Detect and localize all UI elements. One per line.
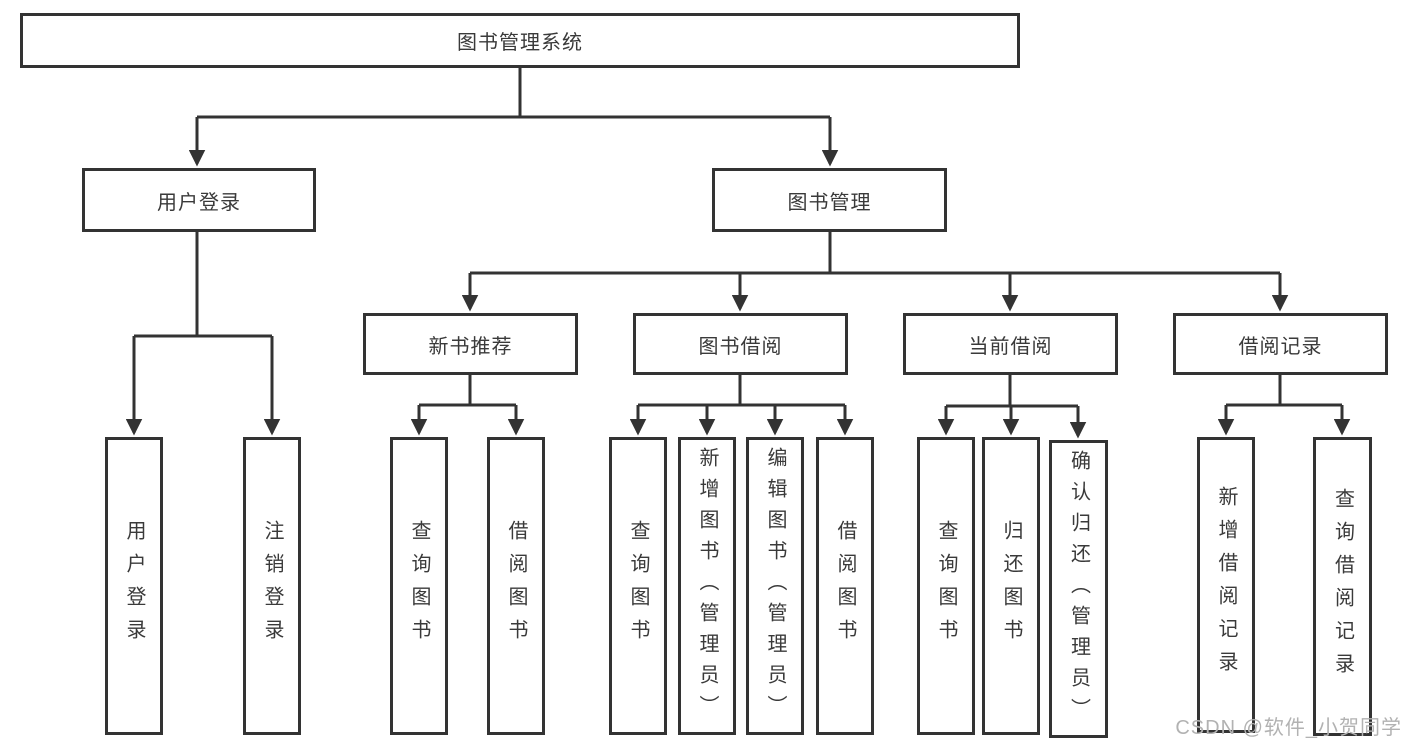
node-label: 图书借阅 <box>698 335 783 358</box>
node-borrowing-records: 借阅记录 <box>1173 313 1388 375</box>
node-book-management: 图书管理 <box>712 168 947 232</box>
node-label: 确认归还（管理员） <box>1067 449 1090 729</box>
node-current-borrowing: 当前借阅 <box>903 313 1118 375</box>
node-bb-add-books-admin: 新增图书（管理员） <box>678 437 736 735</box>
node-label: 借阅图书 <box>505 520 527 652</box>
node-label: 查询图书 <box>408 520 430 652</box>
node-leaf-logout: 注销登录 <box>243 437 301 735</box>
node-label: 查询图书 <box>935 520 957 652</box>
node-cb-confirm-return-admin: 确认归还（管理员） <box>1049 440 1108 738</box>
node-new-book-recommendation: 新书推荐 <box>363 313 578 375</box>
node-leaf-user-login: 用户登录 <box>105 437 163 735</box>
node-label: 注销登录 <box>261 520 283 652</box>
node-label: 借阅图书 <box>834 520 856 652</box>
node-rec-query-books: 查询图书 <box>390 437 448 735</box>
node-label: 查询借阅记录 <box>1331 487 1354 686</box>
node-br-query-record: 查询借阅记录 <box>1313 437 1372 736</box>
node-book-borrowing: 图书借阅 <box>633 313 848 375</box>
node-label: 新增借阅记录 <box>1215 486 1237 684</box>
node-br-add-record: 新增借阅记录 <box>1197 437 1255 733</box>
node-label: 用户登录 <box>157 191 241 214</box>
node-label: 新书推荐 <box>428 335 513 358</box>
node-bb-edit-books-admin: 编辑图书（管理员） <box>746 437 804 735</box>
node-user-login: 用户登录 <box>82 168 316 232</box>
csdn-watermark: CSDN @软件_小贺同学 <box>1175 717 1402 739</box>
node-label: 编辑图书（管理员） <box>764 446 786 726</box>
node-label: 用户登录 <box>123 520 145 652</box>
node-label: 当前借阅 <box>968 335 1053 358</box>
node-label: 借阅记录 <box>1238 335 1323 358</box>
node-label: 图书管理系统 <box>457 32 583 54</box>
node-library-management-system: 图书管理系统 <box>20 13 1020 68</box>
node-bb-query-books: 查询图书 <box>609 437 667 735</box>
node-bb-borrow-books: 借阅图书 <box>816 437 874 735</box>
node-label: 查询图书 <box>627 520 649 652</box>
node-rec-borrow-books: 借阅图书 <box>487 437 545 735</box>
node-label: 归还图书 <box>1000 520 1022 652</box>
node-cb-return-books: 归还图书 <box>982 437 1040 735</box>
node-label: 图书管理 <box>787 191 872 214</box>
node-label: 新增图书（管理员） <box>696 446 718 726</box>
node-cb-query-books: 查询图书 <box>917 437 975 735</box>
